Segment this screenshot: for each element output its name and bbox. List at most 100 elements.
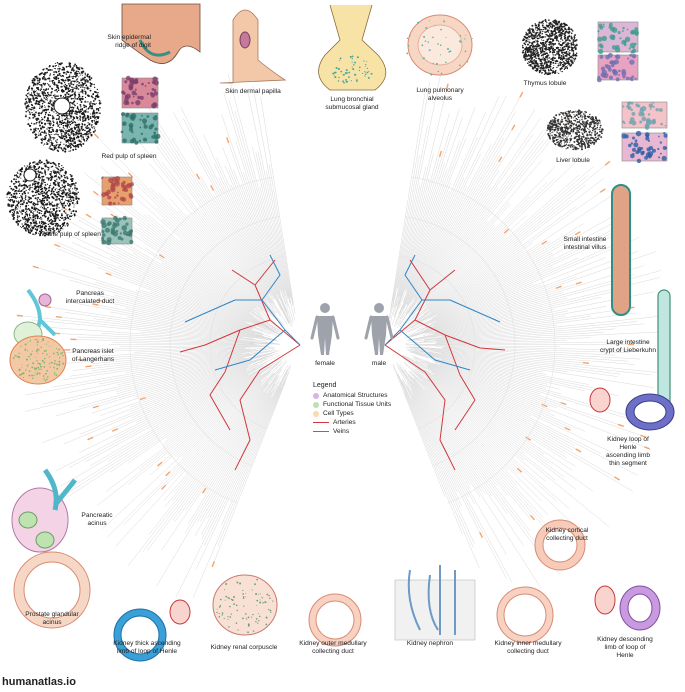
speckle	[569, 58, 571, 60]
speckle	[55, 133, 57, 135]
speckle	[65, 65, 68, 68]
speckle	[551, 27, 553, 29]
speckle	[49, 139, 52, 141]
speckle	[78, 123, 81, 126]
inset-cell	[113, 215, 118, 221]
speckle	[27, 366, 29, 368]
speckle	[53, 68, 55, 70]
speckle	[76, 107, 79, 110]
speckle	[85, 108, 87, 110]
speckle	[37, 366, 40, 369]
tree-branch	[436, 234, 576, 316]
inset-cell	[139, 126, 142, 129]
speckle	[539, 67, 542, 70]
tree-branch	[413, 383, 542, 556]
speckle	[49, 124, 51, 127]
speckle	[43, 109, 46, 112]
speckle	[440, 54, 442, 56]
speckle	[33, 167, 36, 169]
tree-branch	[168, 373, 266, 455]
tree-branch	[413, 345, 560, 347]
speckle	[37, 117, 39, 119]
speckle	[28, 116, 30, 118]
speckle	[63, 67, 65, 70]
tree-branch	[429, 297, 568, 334]
speckle	[38, 103, 41, 106]
speckle	[539, 47, 542, 50]
tree-branch	[130, 352, 279, 408]
inset-cell	[116, 194, 119, 197]
tree-branch	[411, 385, 541, 588]
tree-branch	[63, 353, 243, 381]
speckle	[522, 44, 524, 47]
speckle	[62, 206, 64, 208]
speckle	[39, 162, 41, 164]
speckle	[36, 84, 38, 86]
speckle	[64, 140, 66, 142]
speckle	[21, 184, 24, 187]
tree-branch	[114, 200, 261, 315]
speckle	[66, 199, 68, 202]
speckle	[66, 176, 68, 178]
speckle	[46, 183, 49, 185]
tree-branch	[404, 392, 463, 535]
speckle	[527, 37, 529, 39]
tree-branch	[247, 90, 291, 298]
speckle	[26, 214, 28, 216]
speckle	[38, 173, 41, 176]
speckle	[69, 74, 71, 76]
speckle	[29, 111, 31, 113]
pancreatic-acinus-duct	[42, 468, 77, 511]
speckle	[58, 145, 60, 148]
speckle	[35, 222, 38, 225]
speckle	[14, 206, 17, 209]
speckle	[24, 220, 26, 222]
tree-branch	[424, 256, 554, 325]
speckle	[534, 41, 536, 44]
speckle	[46, 231, 48, 233]
speckle	[34, 203, 37, 206]
speckle	[559, 49, 561, 51]
speckle	[553, 57, 556, 60]
speckle	[49, 73, 52, 75]
speckle	[75, 182, 77, 184]
tree-branch	[406, 348, 547, 375]
speckle	[32, 233, 34, 236]
speckle	[29, 108, 32, 111]
tree-branch	[234, 111, 285, 290]
speckle	[575, 47, 577, 49]
speckle	[46, 117, 50, 120]
inset-cell	[622, 74, 626, 79]
speckle	[560, 34, 562, 37]
speckle	[558, 42, 560, 45]
speckle	[563, 68, 566, 71]
speckle	[59, 187, 61, 189]
speckle	[62, 114, 65, 116]
tree-ring	[129, 176, 274, 504]
tree-branch	[392, 155, 420, 301]
speckle	[71, 192, 74, 194]
speckle	[547, 29, 550, 32]
tree-branch	[407, 252, 553, 333]
speckle	[545, 52, 547, 54]
speckle	[564, 144, 567, 147]
speckle	[40, 134, 42, 136]
speckle	[25, 369, 27, 371]
speckle	[36, 80, 39, 82]
speckle	[20, 211, 22, 213]
speckle	[50, 135, 52, 137]
speckle	[528, 41, 531, 44]
speckle	[29, 188, 31, 190]
speckle	[92, 127, 94, 129]
speckle	[354, 73, 357, 76]
speckle	[549, 33, 551, 35]
spleen-white-pulp-speckle	[6, 159, 80, 237]
speckle	[49, 80, 51, 82]
speckle	[33, 128, 35, 130]
speckle	[558, 20, 561, 23]
speckle	[53, 175, 56, 178]
speckle	[76, 106, 79, 108]
speckle	[47, 126, 49, 128]
tree-accent	[560, 401, 567, 406]
speckle	[17, 184, 20, 187]
